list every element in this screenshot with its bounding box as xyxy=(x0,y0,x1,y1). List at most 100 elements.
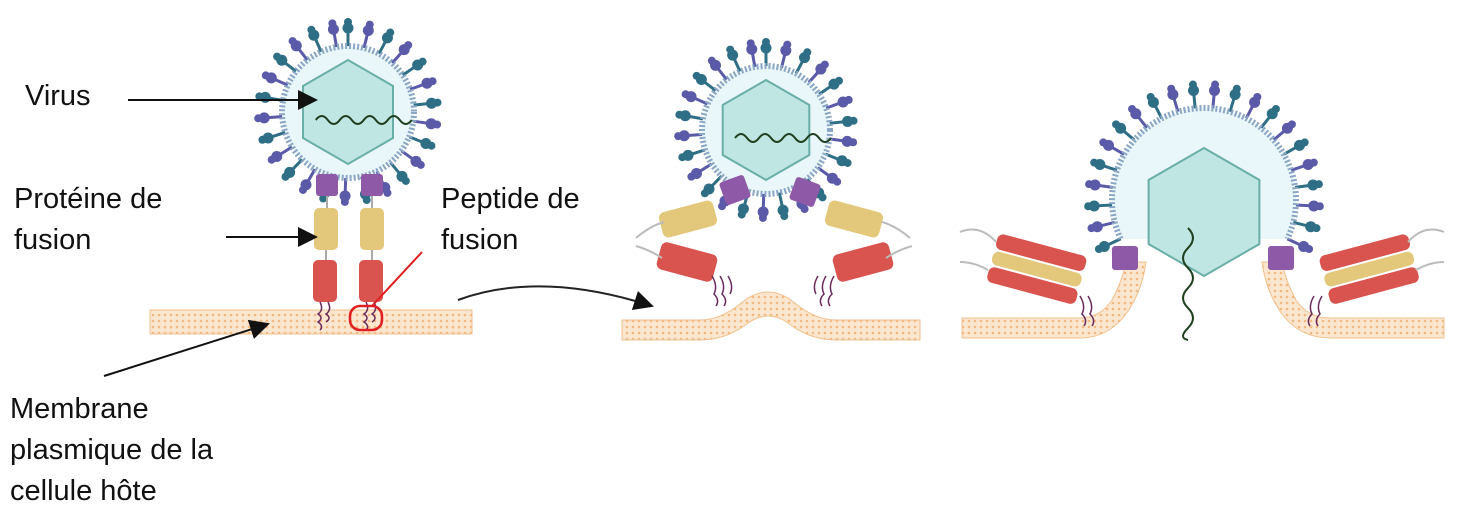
panel-1 xyxy=(149,18,473,335)
spike-icon xyxy=(675,110,704,122)
rna-icon xyxy=(1182,227,1194,341)
spike-icon xyxy=(692,71,717,92)
spike-icon xyxy=(281,158,304,181)
spike-icon xyxy=(700,174,723,198)
spike-icon xyxy=(288,37,309,61)
spike-icon xyxy=(400,149,425,169)
spike-icon xyxy=(757,193,769,222)
rna-icon xyxy=(314,115,413,125)
spike-icon xyxy=(409,77,437,91)
step-arrow xyxy=(457,285,654,311)
spike-icon xyxy=(307,25,323,53)
fusion-protein-3 xyxy=(959,228,1445,327)
fusion-protein-2 xyxy=(635,175,913,307)
spike-icon xyxy=(1259,105,1280,129)
spike-icon xyxy=(1283,138,1309,156)
spike-icon xyxy=(261,71,289,87)
spike-icon xyxy=(254,112,283,124)
fusion-peptide-label-line-2: fusion xyxy=(441,224,519,256)
virus-1 xyxy=(254,18,442,206)
spike-icon xyxy=(780,40,792,69)
capsid-icon xyxy=(1147,146,1261,278)
spike-icon xyxy=(824,152,852,167)
spike-icon xyxy=(746,39,758,68)
fusion-protein-1 xyxy=(313,174,384,331)
spike-icon xyxy=(1167,84,1180,113)
membrane-label-line-2: plasmique de la xyxy=(10,434,214,466)
spike-icon xyxy=(760,38,772,66)
fusion-peptide-label: Peptide de fusion xyxy=(441,179,580,261)
spike-icon xyxy=(1244,92,1262,119)
spike-icon xyxy=(829,115,858,127)
spike-icon xyxy=(1294,179,1323,191)
fusion-peptide-label-line-1: Peptide de xyxy=(441,183,580,215)
host-membrane-1 xyxy=(149,309,473,335)
spike-icon xyxy=(1188,80,1200,109)
panel-3 xyxy=(959,80,1445,341)
spike-icon xyxy=(377,28,395,55)
rna-icon xyxy=(734,133,832,143)
peptide-pointer-line xyxy=(371,251,423,307)
host-membrane-3-right xyxy=(1261,261,1445,339)
membrane-pointer xyxy=(103,319,270,377)
virus-3 xyxy=(1084,80,1324,278)
spike-icon xyxy=(1208,80,1220,109)
spike-icon xyxy=(1272,120,1296,142)
spike-icon xyxy=(408,135,436,150)
spike-icon xyxy=(413,97,442,109)
spike-icon xyxy=(1286,237,1314,254)
spike-icon xyxy=(1146,92,1164,119)
spike-icon xyxy=(687,162,713,181)
spike-icon xyxy=(1228,84,1241,113)
spike-icon xyxy=(273,52,297,73)
fusion-protein-label-line-1: Protéine de xyxy=(14,183,163,215)
spike-icon xyxy=(391,41,413,64)
host-membrane-3-left xyxy=(961,261,1147,339)
spike-icon xyxy=(794,48,812,75)
host-membrane-2 xyxy=(621,291,921,341)
spike-icon xyxy=(818,76,843,96)
spike-icon xyxy=(1084,200,1113,212)
spike-icon xyxy=(1087,220,1116,233)
spike-icon xyxy=(737,191,750,219)
spike-icon xyxy=(726,45,742,73)
spike-icon xyxy=(1112,120,1136,142)
virus-label: Virus xyxy=(25,76,91,117)
spike-icon xyxy=(816,166,842,186)
virus-label-text: Virus xyxy=(25,80,91,112)
spike-icon xyxy=(1290,158,1318,172)
spike-icon xyxy=(681,90,709,106)
membrane-label: Membrane plasmique de la cellule hôte xyxy=(10,389,213,512)
spike-icon xyxy=(327,19,339,48)
spike-icon xyxy=(674,130,703,142)
spike-icon xyxy=(389,161,410,185)
fusion-protein-label-line-2: fusion xyxy=(14,224,92,256)
spike-icon xyxy=(1128,105,1149,129)
spike-icon xyxy=(1292,220,1321,233)
spike-icon xyxy=(413,118,442,130)
spike-icon xyxy=(299,168,317,194)
membrane-label-line-3: cellule hôte xyxy=(10,475,157,507)
spike-icon xyxy=(339,177,351,206)
capsid-icon xyxy=(302,58,394,166)
spike-icon xyxy=(678,148,706,162)
virus-2 xyxy=(674,38,858,222)
fusion-peptide-highlight xyxy=(348,304,384,332)
spike-icon xyxy=(362,20,374,49)
membrane-label-line-1: Membrane xyxy=(10,393,149,425)
capsid-icon xyxy=(721,78,811,182)
panel-2 xyxy=(621,38,921,341)
spike-icon xyxy=(401,57,427,77)
spike-icon xyxy=(825,95,853,110)
spike-icon xyxy=(255,91,284,103)
spike-icon xyxy=(1099,138,1125,156)
spike-icon xyxy=(707,56,728,81)
spike-icon xyxy=(1090,158,1118,172)
spike-icon xyxy=(1295,200,1324,212)
fusion-protein-label: Protéine de fusion xyxy=(14,179,162,261)
spike-icon xyxy=(258,130,286,144)
spike-icon xyxy=(1085,179,1114,191)
spike-icon xyxy=(777,192,789,221)
spike-icon xyxy=(342,18,354,46)
